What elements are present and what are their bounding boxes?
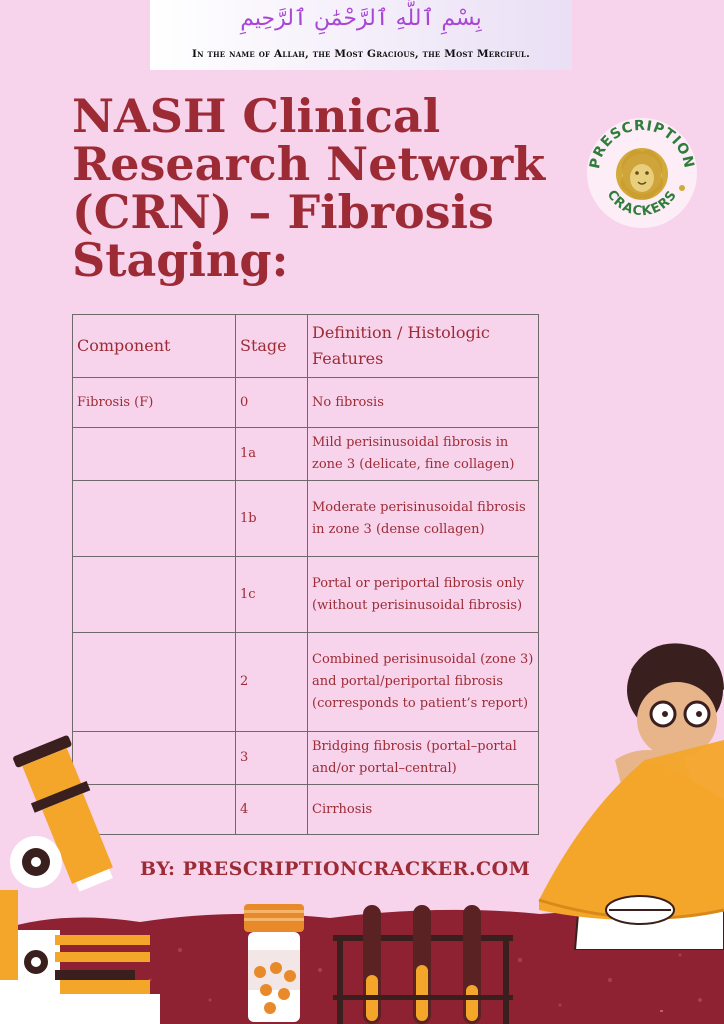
- cell-definition: Portal or periportal fibrosis only (with…: [307, 556, 539, 633]
- table-row: 3 Bridging fibrosis (portal–portal and/o…: [72, 731, 539, 785]
- header-definition: Definition / Histologic Features: [307, 314, 539, 378]
- cell-component: [72, 427, 236, 481]
- cell-component: [72, 784, 236, 835]
- test-tube-rack-icon: [333, 905, 513, 1024]
- table-row: 1c Portal or periportal fibrosis only (w…: [72, 556, 539, 633]
- header-stage: Stage: [235, 314, 308, 378]
- cell-stage: 3: [235, 731, 308, 785]
- cell-definition: Mild perisinusoidal fibrosis in zone 3 (…: [307, 427, 539, 481]
- pill-bottle-icon: [244, 904, 304, 1022]
- cell-definition: Cirrhosis: [307, 784, 539, 835]
- microscope-icon: [0, 735, 160, 1024]
- cell-definition: No fibrosis: [307, 377, 539, 428]
- cell-component: Fibrosis (F): [72, 377, 236, 428]
- cell-component: [72, 731, 236, 785]
- cell-component: [72, 556, 236, 633]
- cell-stage: 0: [235, 377, 308, 428]
- page-title: NASH Clinical Research Network (CRN) – F…: [72, 89, 546, 287]
- logo-capsule-icon: [679, 185, 685, 191]
- cell-stage: 1a: [235, 427, 308, 481]
- cell-stage: 2: [235, 632, 308, 732]
- byline: BY: PRESCRIPTIONCRACKER.COM: [140, 858, 531, 880]
- cell-stage: 4: [235, 784, 308, 835]
- bismillah-text: بِسْمِ ٱللَّهِ ٱلرَّحْمَٰنِ ٱلرَّحِيمِ: [240, 6, 482, 31]
- scientist-illustration: [538, 643, 724, 950]
- cell-component: [72, 480, 236, 557]
- cell-component: [72, 632, 236, 732]
- bismillah-banner: بِسْمِ ٱللَّهِ ٱلرَّحْمَٰنِ ٱلرَّحِيمِ I…: [150, 0, 572, 70]
- cell-definition: Bridging fibrosis (portal–portal and/or …: [307, 731, 539, 785]
- fibrosis-staging-table: Component Stage Definition / Histologic …: [72, 314, 539, 835]
- bismillah-translation: In the name of Allah, the Most Gracious,…: [191, 48, 531, 60]
- table-row: 4 Cirrhosis: [72, 784, 539, 835]
- table-row: 1b Moderate perisinusoidal fibrosis in z…: [72, 480, 539, 557]
- table-row: 1a Mild perisinusoidal fibrosis in zone …: [72, 427, 539, 481]
- lion-icon: [616, 148, 668, 200]
- table-row: 2 Combined perisinusoidal (zone 3) and p…: [72, 632, 539, 732]
- cell-stage: 1b: [235, 480, 308, 557]
- cell-definition: Combined perisinusoidal (zone 3) and por…: [307, 632, 539, 732]
- table-row: Fibrosis (F) 0 No fibrosis: [72, 377, 539, 428]
- prescription-crackers-logo: PRESCRIPTION CRACKERS: [587, 118, 697, 228]
- cell-stage: 1c: [235, 556, 308, 633]
- table-header-row: Component Stage Definition / Histologic …: [72, 314, 539, 378]
- header-component: Component: [72, 314, 236, 378]
- cell-definition: Moderate perisinusoidal fibrosis in zone…: [307, 480, 539, 557]
